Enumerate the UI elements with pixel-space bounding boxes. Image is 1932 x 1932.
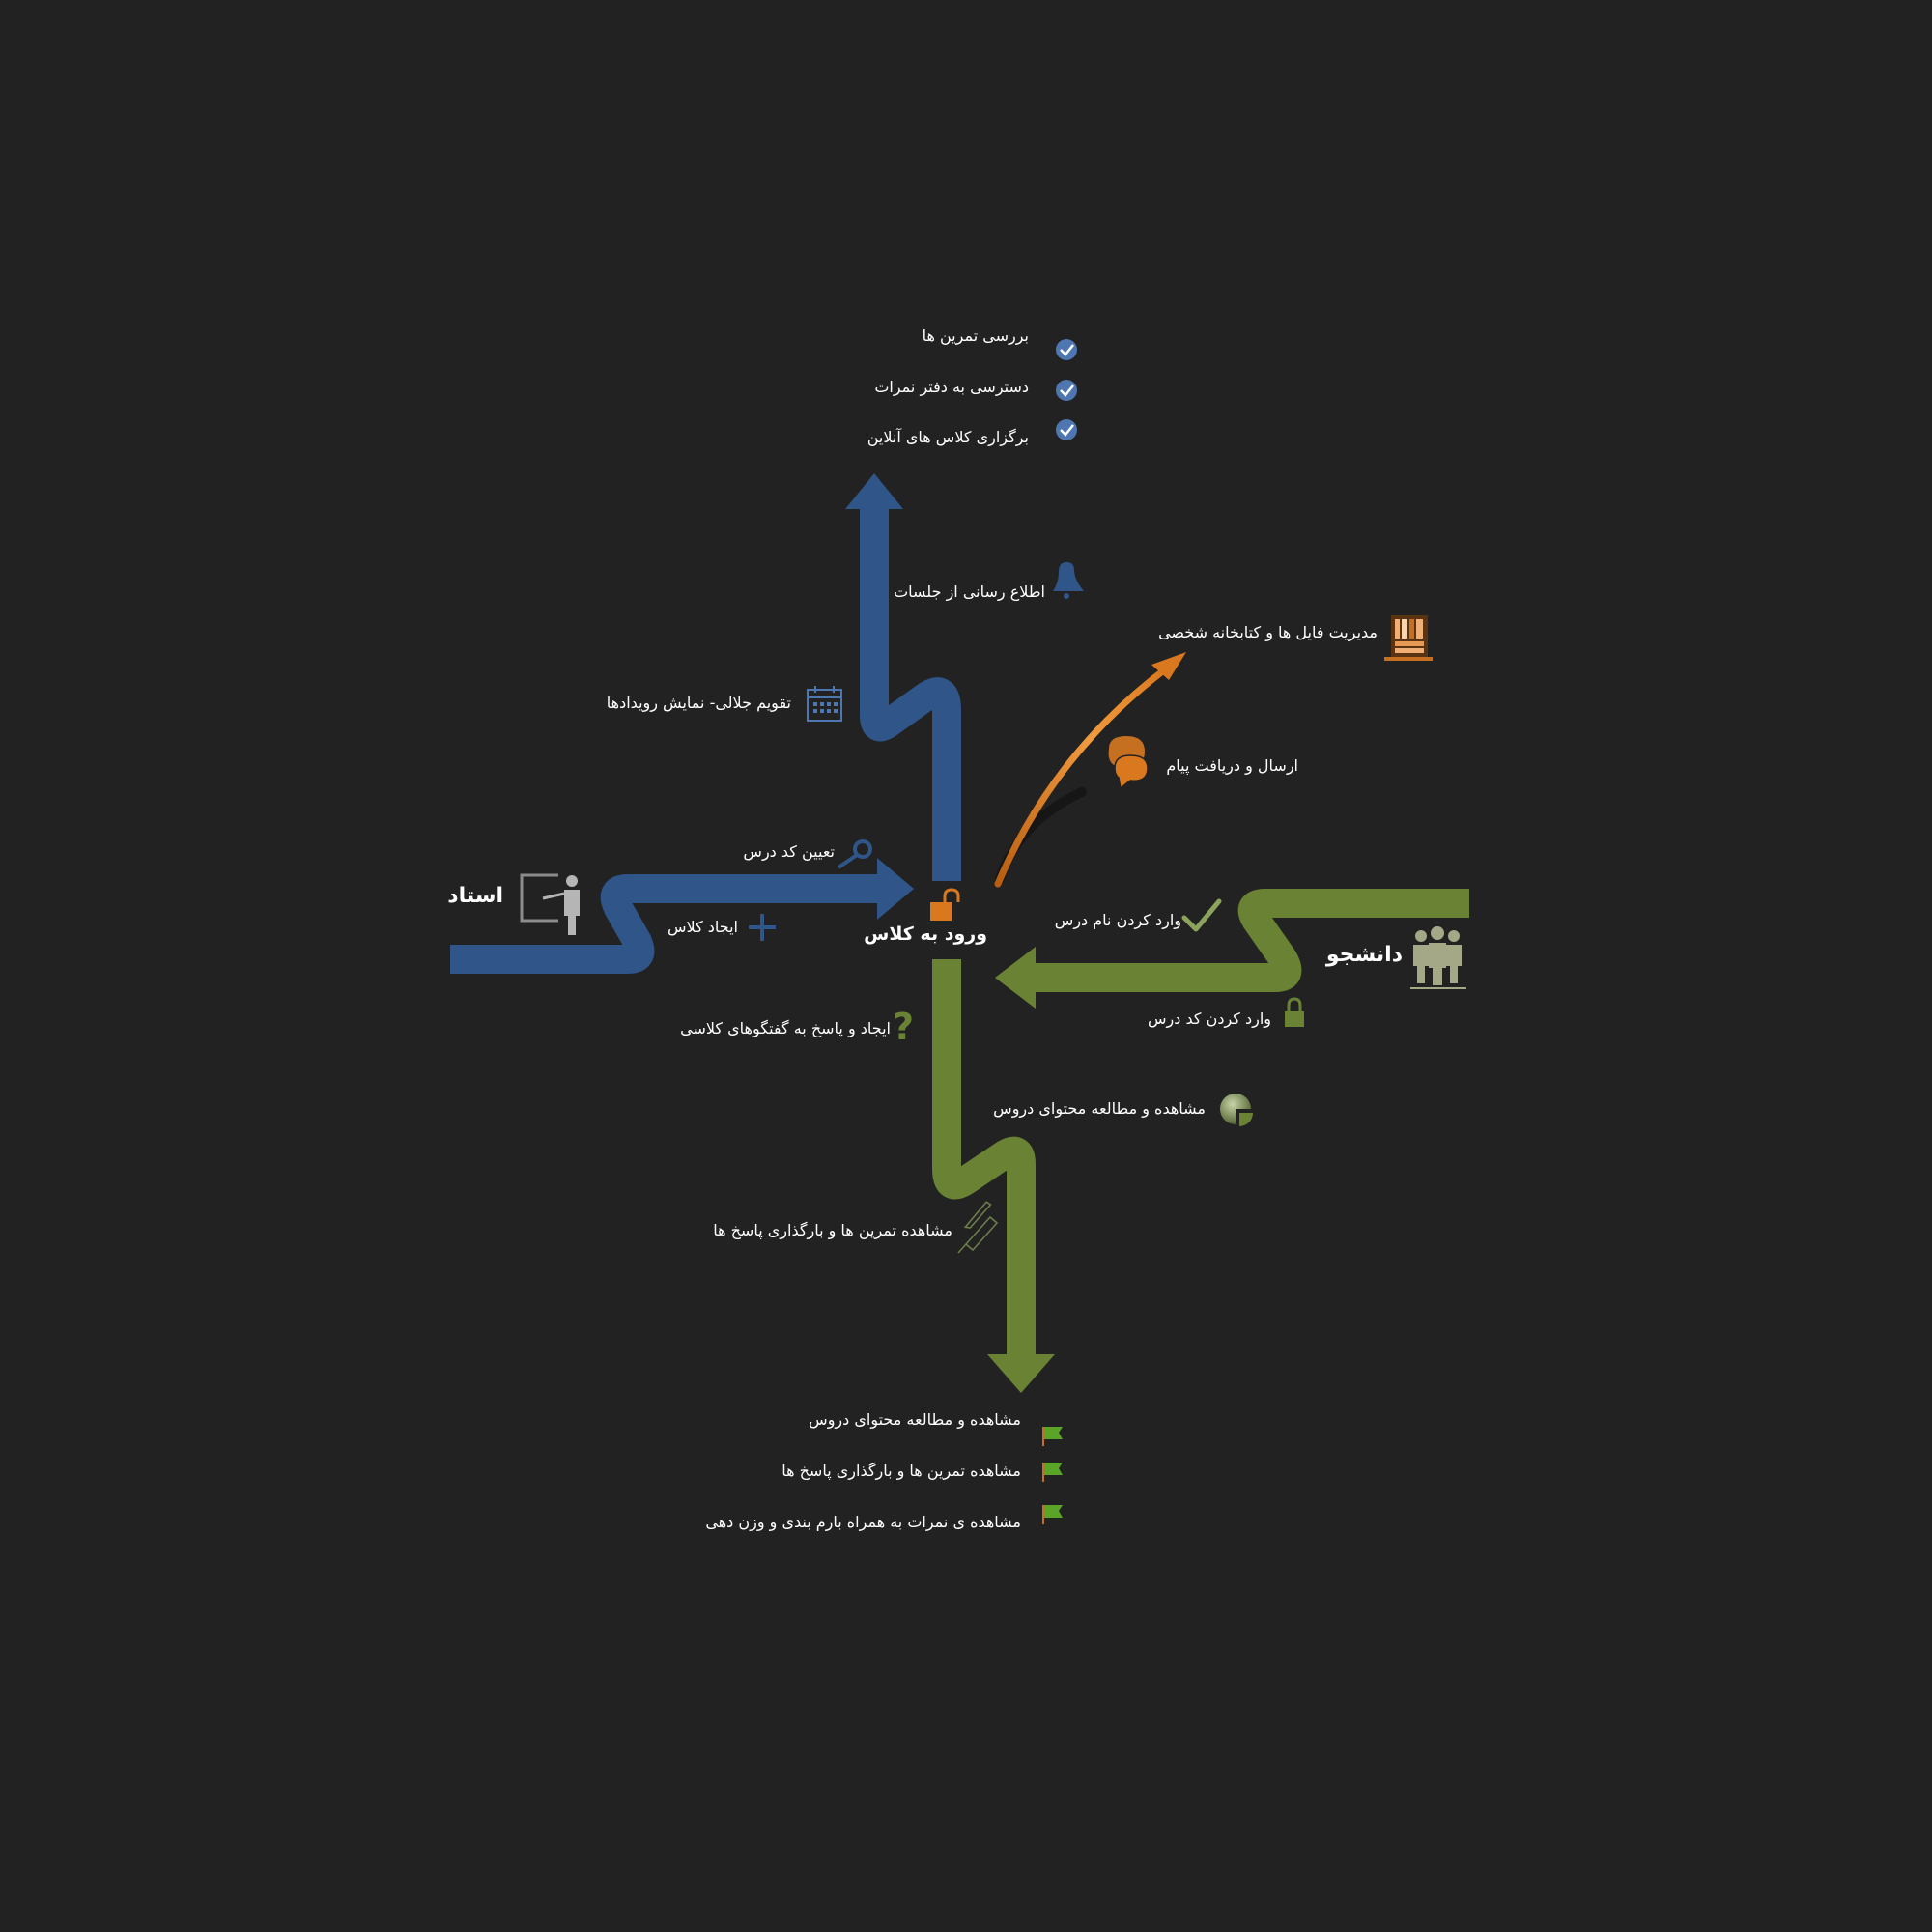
student-step-name: وارد کردن نام درس: [1054, 911, 1181, 929]
teacher-outcome-2: دسترسی به دفتر نمرات: [874, 378, 1029, 396]
green-flag-icon: [1042, 1427, 1063, 1446]
student-feature-exercises: مشاهده تمرین ها و بارگذاری پاسخ ها: [713, 1221, 952, 1239]
lock-icon: [1285, 997, 1304, 1027]
student-role-label: دانشجو: [1325, 943, 1403, 967]
center-label: ورود به کلاس: [864, 923, 987, 945]
pie-chart-icon: [1220, 1094, 1253, 1126]
teacher-role-label: استاد: [447, 884, 503, 908]
teacher-feature-notify: اطلاع رسانی از جلسات: [894, 582, 1045, 601]
teacher-output-arrow: [845, 473, 961, 881]
student-outcome-2: مشاهده تمرین ها و بارگذاری پاسخ ها: [781, 1462, 1021, 1480]
teacher-at-board-icon: [520, 873, 580, 935]
teacher-outcome-1: بررسی تمرین ها: [922, 327, 1029, 345]
teacher-input-arrow: [450, 858, 914, 974]
bookshelf-icon: [1384, 615, 1433, 661]
teacher-step-code: تعیین کد درس: [743, 842, 835, 861]
question-mark-icon: ?: [893, 1006, 914, 1048]
student-step-code: وارد کردن کد درس: [1148, 1009, 1271, 1028]
green-flag-icon: [1042, 1463, 1063, 1482]
green-flag-icon: [1042, 1505, 1063, 1524]
checkmark-icon: [1181, 898, 1222, 932]
plus-icon: [749, 914, 776, 941]
chat-bubbles-icon: [1108, 736, 1149, 790]
unlock-icon: [930, 888, 960, 921]
check-circle-icon: [1056, 339, 1077, 360]
teacher-step-create: ایجاد کلاس: [667, 918, 738, 936]
shared-messaging: ارسال و دریافت پیام: [1166, 756, 1298, 775]
shared-curved-arrow: [994, 652, 1186, 888]
bell-icon: [1053, 562, 1084, 599]
group-of-people-icon: [1410, 926, 1466, 989]
student-output-arrow: [932, 959, 1055, 1393]
teacher-feature-calendar: تقویم جلالی- نمایش رویدادها: [606, 694, 791, 712]
pen-icon: [957, 1201, 999, 1254]
check-circle-icon: [1056, 380, 1077, 401]
shared-files-library: مدیریت فایل ها و کتابخانه شخصی: [1158, 623, 1378, 641]
student-feature-discussions: ایجاد و پاسخ به گفتگوهای کلاسی: [680, 1019, 891, 1037]
student-outcome-3: مشاهده ی نمرات به همراه بارم بندی و وزن …: [705, 1513, 1021, 1531]
student-input-arrow: [995, 889, 1469, 1009]
key-icon: [837, 839, 872, 869]
student-feature-content: مشاهده و مطالعه محتوای دروس: [993, 1099, 1206, 1118]
calendar-icon: [807, 686, 842, 722]
teacher-outcome-3: برگزاری کلاس های آنلاین: [867, 428, 1029, 446]
check-circle-icon: [1056, 419, 1077, 440]
student-outcome-1: مشاهده و مطالعه محتوای دروس: [809, 1410, 1021, 1429]
